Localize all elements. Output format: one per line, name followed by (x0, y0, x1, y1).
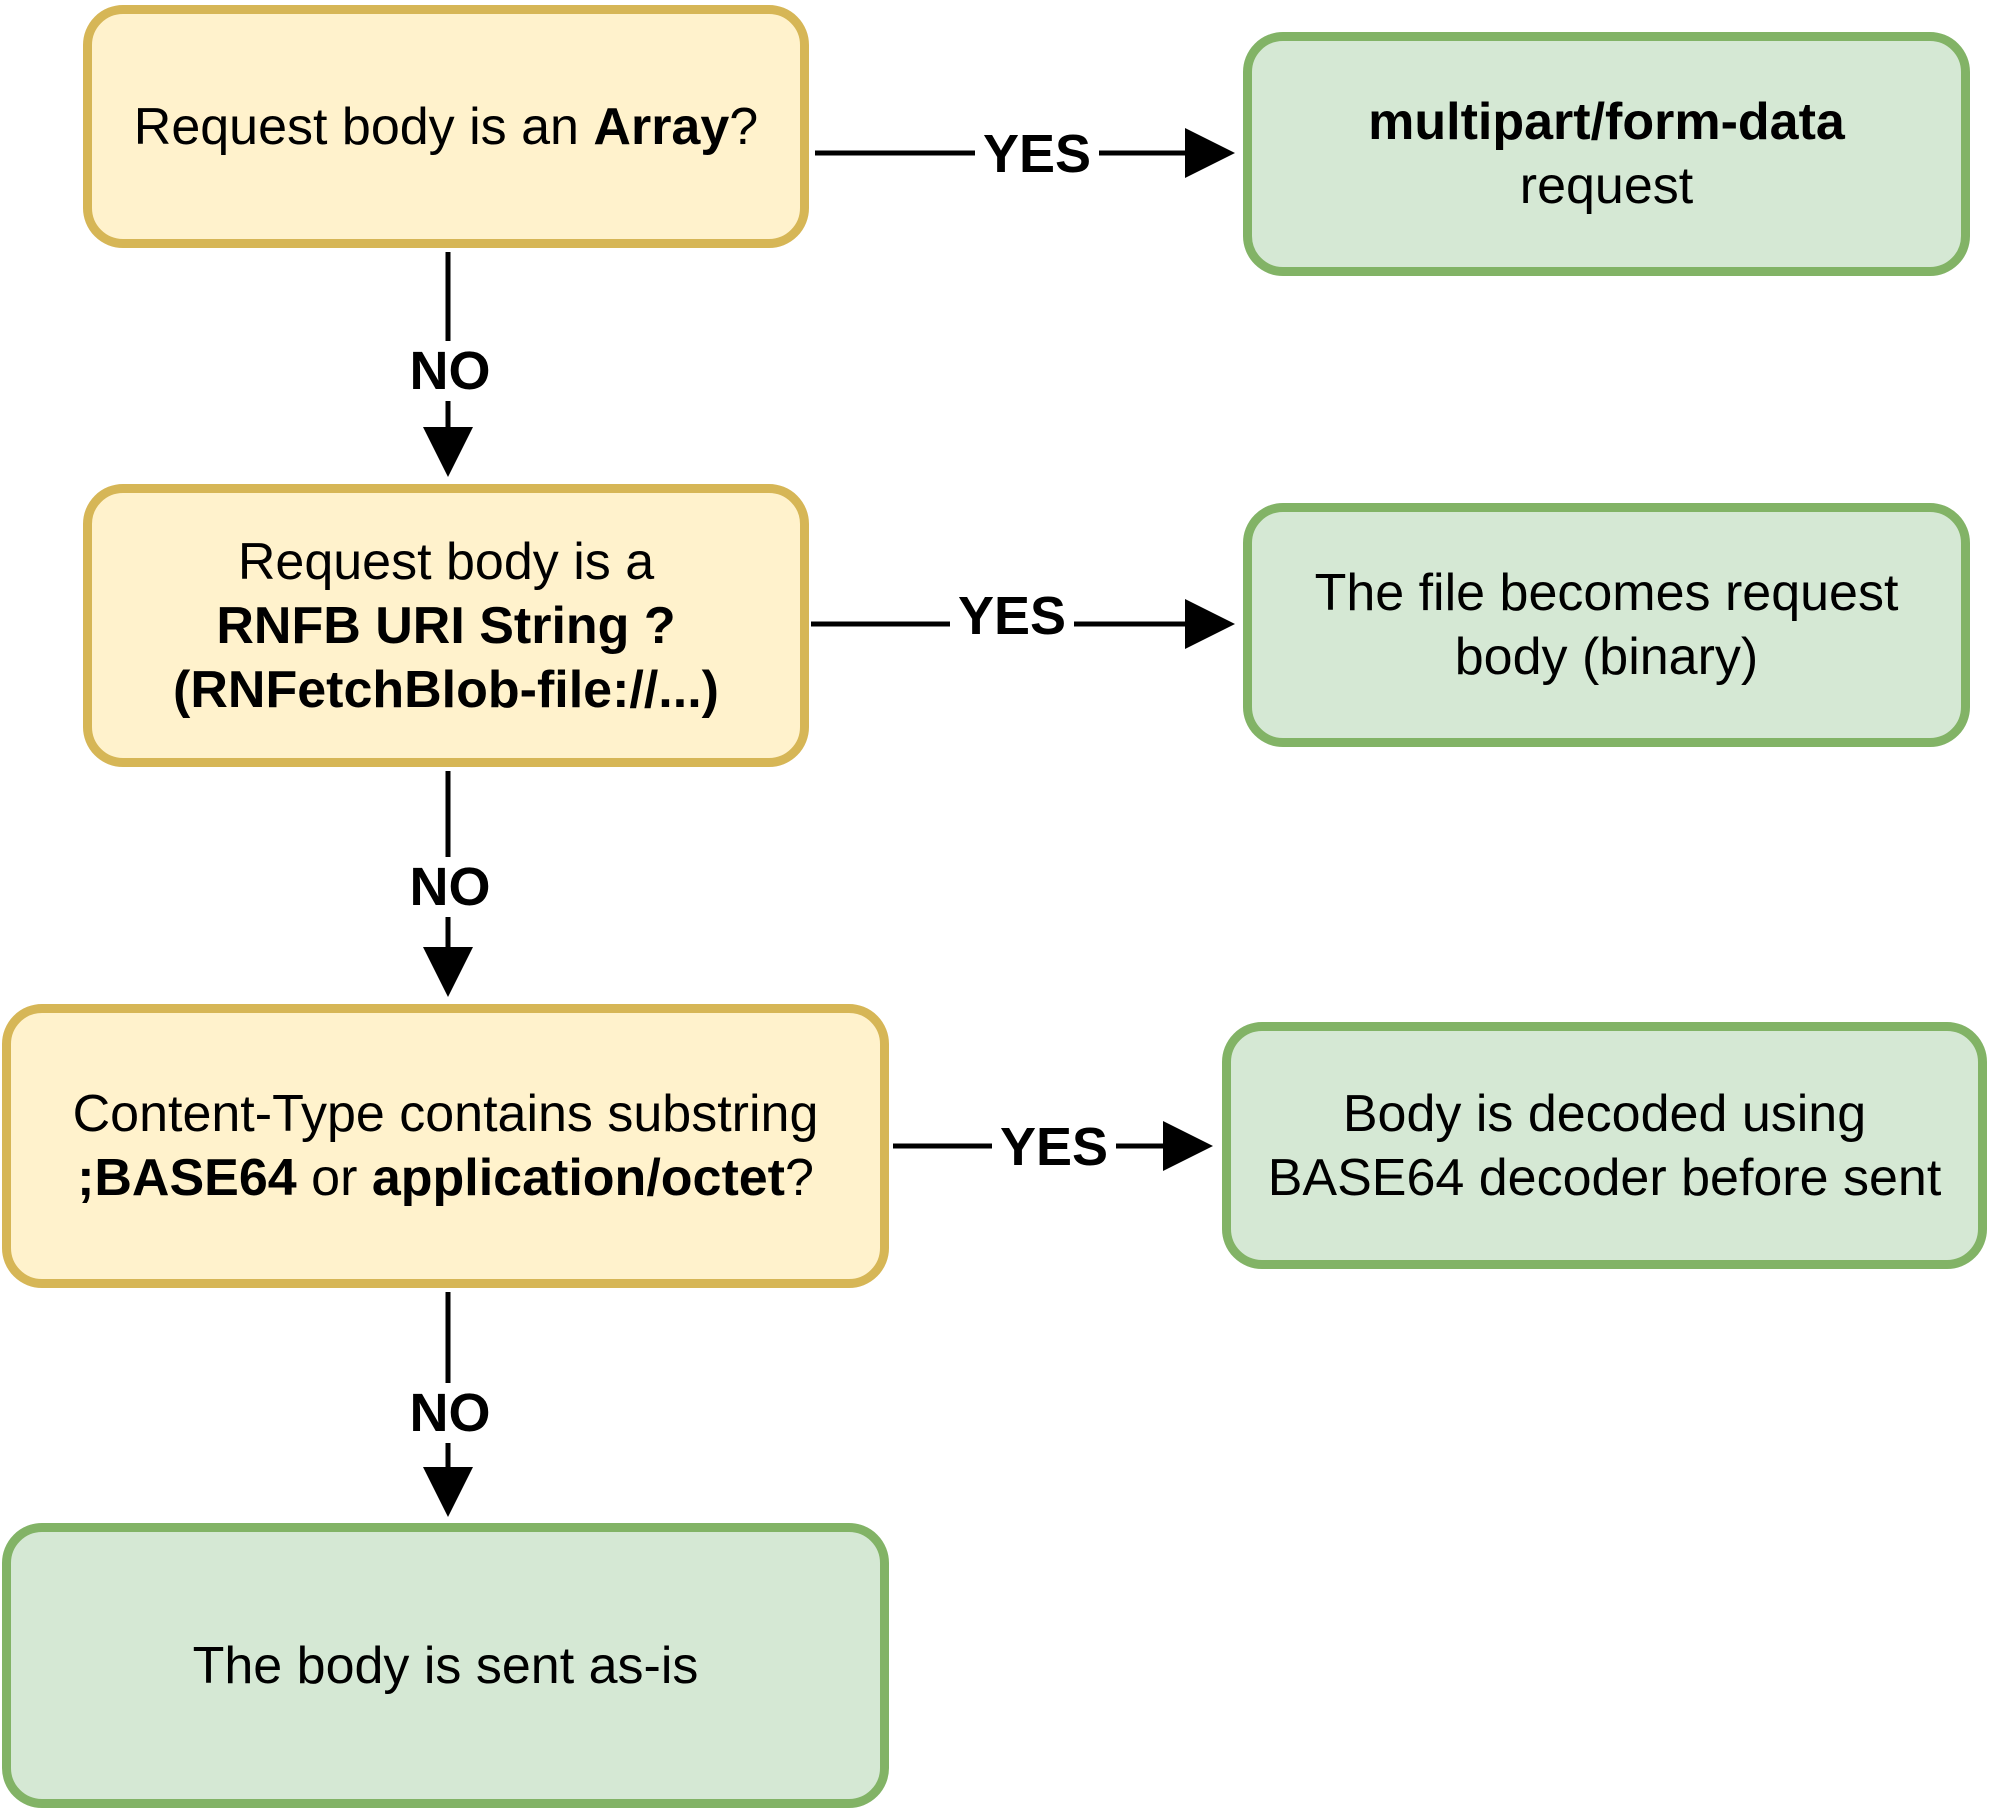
outcome-base64-decoded: Body is decoded using BASE64 decoder bef… (1222, 1022, 1987, 1269)
edge-label-q3-yes: YES (992, 1117, 1116, 1177)
outcome-multipart: multipart/form-data request (1243, 32, 1970, 276)
outcome-base64-decoded-text: Body is decoded using BASE64 decoder bef… (1267, 1084, 1942, 1207)
edge-label-q2-yes: YES (950, 586, 1074, 646)
outcome-sent-as-is-text: The body is sent as-is (192, 1636, 699, 1695)
decision-content-type-text: Content-Type contains substring ;BASE64 … (72, 1085, 819, 1207)
decision-array-text: Request body is an Array? (133, 97, 759, 156)
decision-content-type: Content-Type contains substring ;BASE64 … (2, 1004, 889, 1288)
edge-label-q1-yes: YES (975, 124, 1099, 184)
outcome-sent-as-is: The body is sent as-is (2, 1523, 889, 1808)
outcome-file-binary-text: The file becomes request body (binary) (1314, 564, 1899, 686)
edge-label-q2-no: NO (398, 857, 502, 917)
edge-label-q3-no: NO (398, 1383, 502, 1443)
edge-label-q1-no: NO (398, 341, 502, 401)
outcome-multipart-text: multipart/form-data request (1368, 93, 1845, 215)
decision-rnfb-uri-text: Request body is a RNFB URI String ? (RNF… (173, 532, 719, 719)
outcome-file-binary: The file becomes request body (binary) (1243, 503, 1970, 747)
decision-array: Request body is an Array? (83, 5, 809, 248)
decision-rnfb-uri: Request body is a RNFB URI String ? (RNF… (83, 484, 809, 767)
